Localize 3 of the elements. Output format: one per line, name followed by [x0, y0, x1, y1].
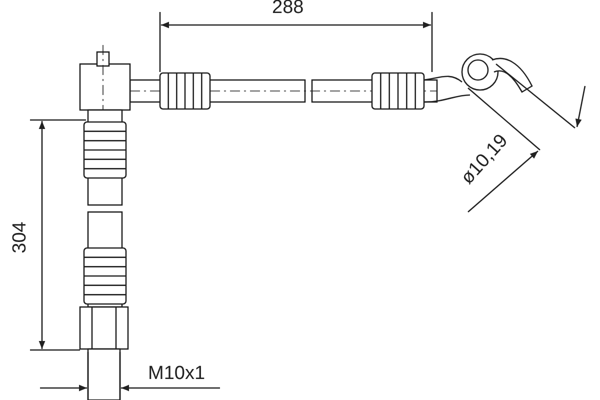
dimension-label: 288	[272, 0, 304, 17]
dimension-label: 304	[10, 222, 30, 254]
dimension-label: M10x1	[148, 364, 206, 383]
